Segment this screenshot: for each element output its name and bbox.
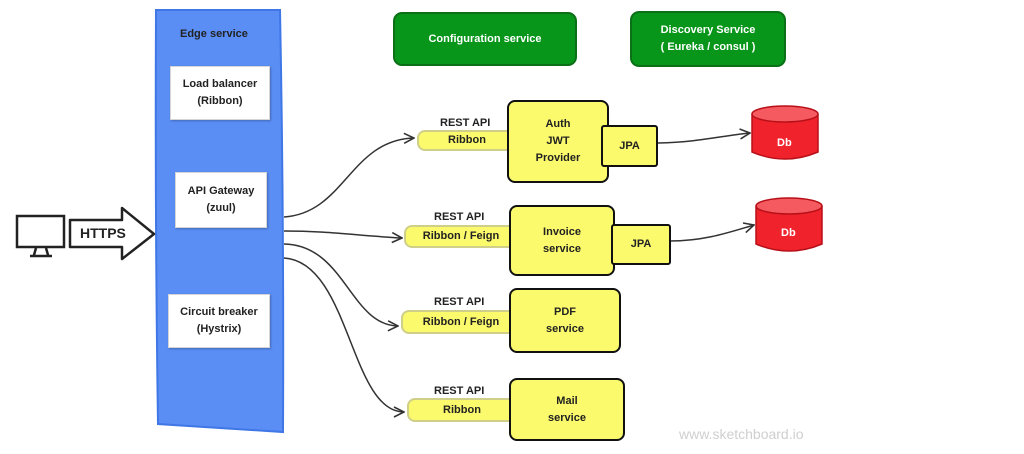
auth-service-line1: Auth <box>545 118 571 130</box>
https-label: HTTPS <box>80 225 126 241</box>
circuit-breaker-label: Circuit breaker <box>180 306 258 318</box>
api-gateway-card: API Gateway (zuul) <box>175 172 267 228</box>
circuit-breaker-sublabel: (Hystrix) <box>196 323 242 335</box>
circuit-breaker-card: Circuit breaker (Hystrix) <box>168 294 270 348</box>
monitor-icon <box>15 214 66 258</box>
pdf-service-line1: PDF <box>554 305 576 318</box>
invoice-service-line1: Invoice <box>543 225 581 238</box>
api-gateway-sublabel: (zuul) <box>206 202 236 214</box>
rest-api-label: REST API <box>440 117 491 129</box>
db-label: Db <box>777 137 792 149</box>
mail-service-line1: Mail <box>556 394 578 407</box>
rest-api-label: REST API <box>434 211 485 223</box>
mail-service: Mail service <box>509 378 625 441</box>
connector-invoice <box>283 230 402 238</box>
db-label: Db <box>781 227 796 239</box>
watermark: www.sketchboard.io <box>679 426 804 442</box>
client-pill-label: Ribbon / Feign <box>422 230 500 242</box>
rest-api-label: REST API <box>434 296 485 308</box>
edge-service-title: Edge service <box>180 28 248 40</box>
client-pill: Ribbon <box>407 398 517 422</box>
auth-service: Auth JWT Provider <box>507 100 609 183</box>
jpa-box: JPA <box>601 125 658 167</box>
load-balancer-label: Load balancer <box>182 78 258 90</box>
mail-service-line2: service <box>548 411 586 424</box>
client-pill: Ribbon / Feign <box>401 310 521 334</box>
jpa-label: JPA <box>630 238 652 250</box>
invoice-service: Invoice service <box>509 205 615 276</box>
connector-mail <box>283 257 404 412</box>
load-balancer-sublabel: (Ribbon) <box>197 95 243 107</box>
discovery-service: Discovery Service ( Eureka / consul ) <box>630 11 786 67</box>
connector-jpa-db-2 <box>669 225 754 242</box>
jpa-label: JPA <box>619 139 640 152</box>
client-pill-label: Ribbon / Feign <box>422 315 500 328</box>
rest-api-label: REST API <box>434 385 485 397</box>
client-pill: Ribbon / Feign <box>404 225 518 248</box>
client-pill-label: Ribbon <box>448 134 486 146</box>
api-gateway-label: API Gateway <box>187 185 255 197</box>
auth-service-line3: Provider <box>535 152 581 164</box>
configuration-service: Configuration service <box>393 12 577 66</box>
connector-auth <box>283 138 414 218</box>
load-balancer-card: Load balancer (Ribbon) <box>170 66 270 120</box>
pdf-service: PDF service <box>509 288 621 353</box>
database-icon <box>755 197 823 252</box>
configuration-service-label: Configuration service <box>428 32 542 45</box>
invoice-service-line2: service <box>543 242 581 255</box>
discovery-service-label: Discovery Service <box>660 24 756 36</box>
client-pill: Ribbon <box>417 130 517 151</box>
client-pill-label: Ribbon <box>443 403 481 416</box>
discovery-service-sublabel: ( Eureka / consul ) <box>660 41 756 53</box>
connector-jpa-db-1 <box>657 133 750 144</box>
connector-pdf <box>283 243 398 326</box>
auth-service-line2: JWT <box>546 135 570 147</box>
database-icon <box>751 105 819 160</box>
jpa-box: JPA <box>611 224 671 265</box>
https-arrow-icon <box>68 206 156 261</box>
pdf-service-line2: service <box>546 322 584 335</box>
